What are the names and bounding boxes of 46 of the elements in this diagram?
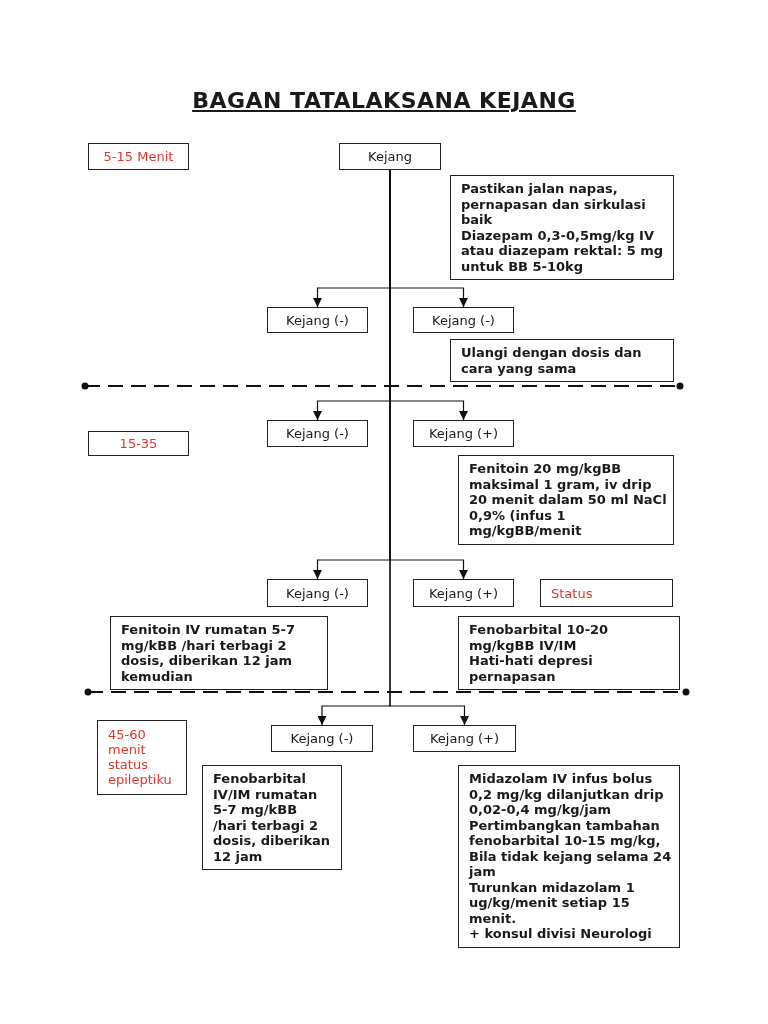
step-box [267,307,368,333]
title: BAGAN TATALAKSANA KEJANG [192,88,576,113]
instruction-text: Pertimbangkan tambahan fenobarbital 10-15 mg/kg, Bila tidak kejang selama 24 jam [469,817,673,880]
step-text: Kejang (+) [428,585,499,601]
instruction-box [458,765,680,948]
step-box [339,143,441,170]
instruction-text: Diazepam 0,3-0,5mg/kg IV atau diazepam rektal: 5 mg untuk BB 5-10kg [461,227,665,274]
instruction-text: Pastikan jalan napas, pernapasan dan sirkulasi baik [461,181,647,228]
instruction-text: Fenitoin IV rumatan 5-7 mg/kBB /hari terbagi 2 dosis, diberikan 12 jam kemudian [121,622,296,684]
time-box [88,431,189,456]
time-text: 45-60 menit status epileptiku [108,727,173,787]
step-box [413,307,514,333]
step-text: Kejang (-) [286,426,349,441]
step-text: Kejang (+) [429,731,500,746]
status-text: Status [551,585,593,601]
instruction-box [450,175,674,280]
step-text: Kejang (-) [290,731,354,746]
step-text: Kejang [368,149,412,164]
step-text: Kejang (-) [286,585,349,601]
instruction-text: Turunkan midazolam 1 ug/kg/menit setiap 15 menit. [469,879,636,926]
step-text: Kejang (+) [428,426,499,441]
step-box [413,579,514,607]
status-box [540,579,673,607]
step-box [413,725,516,752]
time-text: 5-15 Menit [103,149,174,164]
step-box [413,420,514,447]
instruction-box [110,616,328,690]
instruction-text: Fenobarbital IV/IM rumatan 5-7 mg/kBB /hari terbagi 2 dosis, diberikan 12 jam [213,771,332,864]
time-box [97,720,187,795]
step-text: Kejang (-) [286,312,349,328]
instruction-text: Fenitoin 20 mg/kgBB maksimal 1 gram, iv drip 20 menit dalam 50 ml NaCl 0,9% (infus 1 mg/kgBB/menit [469,461,667,539]
instruction-box [458,616,680,690]
step-box [267,420,368,447]
instruction-text: Hati-hati depresi pernapasan [469,653,594,684]
step-box [267,579,368,607]
instruction-box [458,455,674,545]
step-text: Kejang (-) [432,312,495,328]
instruction-text: + konsul divisi Neurologi [469,926,653,942]
instruction-box [450,339,674,382]
instruction-text: Ulangi dengan dosis dan cara yang sama [461,345,643,376]
instruction-text: Midazolam IV infus bolus 0,2 mg/kg dilanjutkan drip 0,02-0,4 mg/kg/jam [469,771,665,818]
instruction-text: Fenobarbital 10-20 mg/kgBB IV/IM [469,622,610,653]
step-box [271,725,373,752]
time-text: 15-35 [119,436,158,451]
instruction-box [202,765,342,870]
time-box [88,143,189,170]
